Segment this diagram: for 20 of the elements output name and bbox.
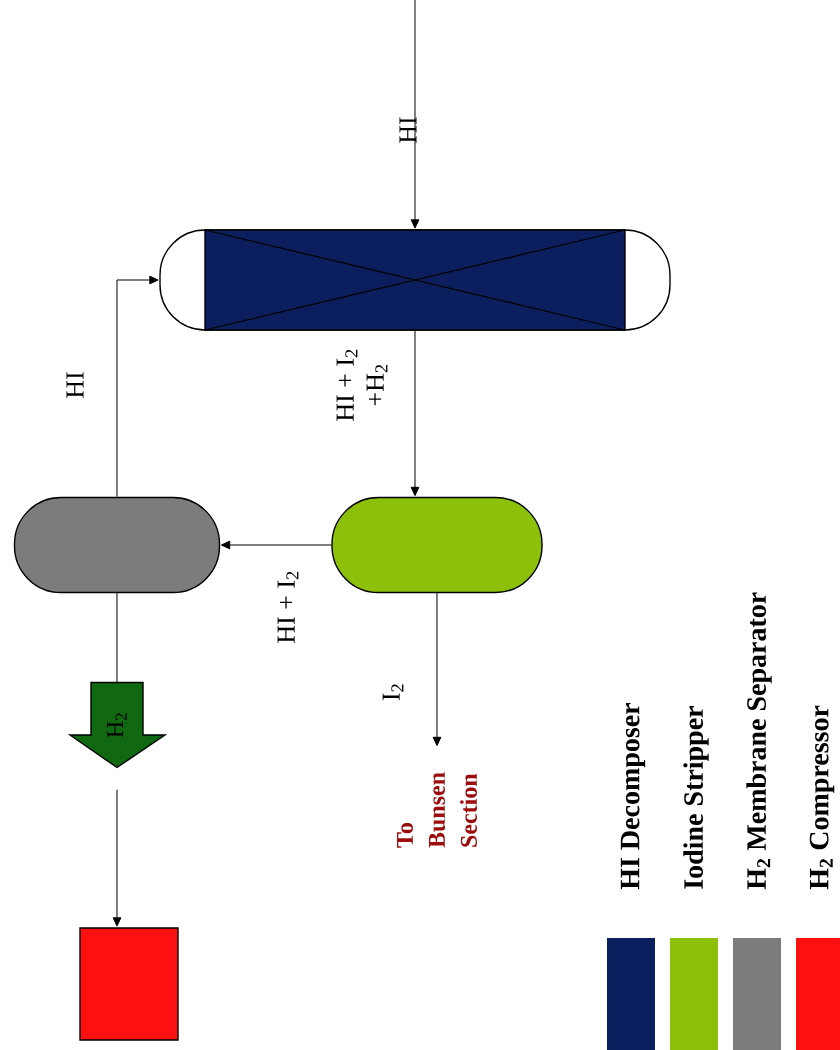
compressor-box <box>79 927 179 1041</box>
destination-label: To Bunsen Section <box>397 772 477 848</box>
edge-label: HI <box>66 372 84 398</box>
process-vessel <box>331 496 543 594</box>
edge-label: HI + I$_{2}$ +H$_{2}$ <box>336 349 388 421</box>
flow-arrow <box>220 540 332 550</box>
process-vessel <box>13 496 221 594</box>
edge-label: HI <box>399 117 417 143</box>
flow-arrow <box>432 592 442 747</box>
legend-label: H$_{2}$ Membrane Separator <box>746 592 772 890</box>
flow-arrow <box>116 275 159 498</box>
legend-label: HI Decomposer <box>620 703 646 890</box>
edge-label: I$_{2}$ <box>382 684 404 701</box>
decomposer-vessel <box>159 229 671 331</box>
edge-label: HI + I$_{2}$ <box>277 571 299 643</box>
flow-arrow <box>112 789 122 927</box>
legend-label: H$_{2}$ Compressor <box>809 705 835 890</box>
flow-arrow <box>410 0 420 229</box>
flow-arrow <box>410 330 420 497</box>
legend-label: Iodine Stripper <box>683 706 709 889</box>
